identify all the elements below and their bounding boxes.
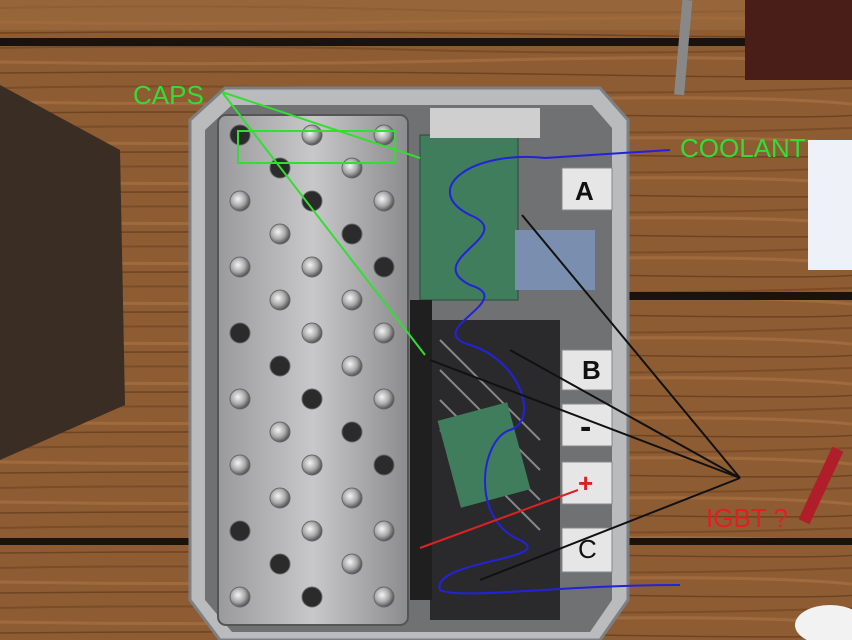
bolt (301, 322, 323, 344)
caps-pointer-lines (221, 91, 426, 356)
dark-box (0, 85, 125, 460)
dc-plus-label: + (578, 468, 594, 498)
igbt-label: IGBT ? (706, 503, 788, 533)
table-seam (610, 292, 852, 300)
bolt (269, 355, 291, 377)
phase-c-label: C (578, 534, 597, 564)
bolt (373, 190, 395, 212)
phase-b-label: B (582, 355, 601, 385)
bolt (229, 190, 251, 212)
bolt (269, 421, 291, 443)
table-seam (0, 38, 852, 46)
gate-driver-board (437, 402, 531, 508)
bolt (229, 388, 251, 410)
white-cup (795, 605, 852, 640)
dc-minus-label: - (580, 408, 592, 446)
plus-pointer-line (419, 489, 579, 549)
bolt (269, 553, 291, 575)
paper-card (808, 140, 852, 270)
coolant-pointer-line (544, 149, 671, 159)
bolt (373, 256, 395, 278)
caps-highlight-box (237, 130, 396, 164)
coolant-path (438, 155, 681, 595)
bolt (269, 487, 291, 509)
bolt (341, 223, 363, 245)
phase-a-label: A (575, 176, 594, 206)
bolt (301, 190, 323, 212)
ribbon-cable (515, 230, 595, 290)
bolt (373, 322, 395, 344)
table-edge (0, 0, 852, 30)
bolt (341, 289, 363, 311)
control-board (419, 134, 519, 301)
igbt-pointer-lines (429, 214, 741, 581)
bolt (301, 124, 323, 146)
bolt (373, 520, 395, 542)
bolt (301, 388, 323, 410)
bolt (229, 454, 251, 476)
bolt (229, 256, 251, 278)
bolt (269, 223, 291, 245)
bolt (341, 355, 363, 377)
caps-label: CAPS (133, 80, 204, 110)
bolt (301, 586, 323, 608)
bolt (341, 553, 363, 575)
red-pen (798, 446, 844, 525)
bolt (373, 454, 395, 476)
bolt (229, 586, 251, 608)
bolt (269, 289, 291, 311)
board-connector (430, 108, 540, 138)
capacitor-bolts (229, 124, 395, 608)
bolt (229, 520, 251, 542)
bolt (373, 388, 395, 410)
dc-link-bus (410, 300, 432, 600)
bolt (373, 586, 395, 608)
pen (674, 0, 693, 96)
bolt (301, 454, 323, 476)
bolt (373, 124, 395, 146)
bolt (301, 256, 323, 278)
bolt (341, 487, 363, 509)
bolt (229, 322, 251, 344)
dark-object (745, 0, 852, 80)
bolt (301, 520, 323, 542)
bolt (229, 124, 251, 146)
coolant-label: COOLANT (680, 133, 806, 163)
bolt (341, 157, 363, 179)
bolt (341, 421, 363, 443)
